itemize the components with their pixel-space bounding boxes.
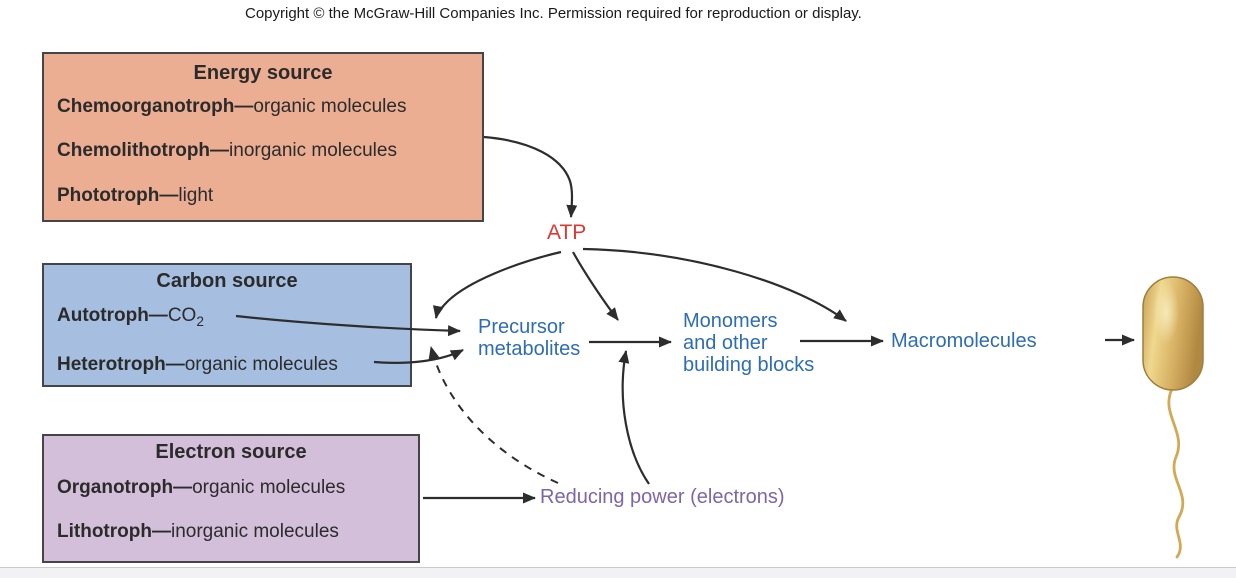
energy-line-chemolithotroph: Chemolithotroph—inorganic molecules <box>57 140 397 161</box>
viewer-bottom-strip <box>0 567 1236 578</box>
carbon-source-title: Carbon source <box>156 270 298 292</box>
energy-line-chemoorganotroph: Chemoorganotroph—organic molecules <box>57 96 407 117</box>
bacterium-cell-icon <box>1142 276 1204 391</box>
electron-source-box: Electron source Organotroph—organic mole… <box>42 434 420 563</box>
reducing-power-label: Reducing power (electrons) <box>540 486 785 508</box>
precursor-metabolites-label: Precursor metabolites <box>478 316 581 360</box>
macromolecules-label: Macromolecules <box>891 330 1037 352</box>
arrow-atp-to-precursor <box>432 250 562 319</box>
bacterium-highlight <box>1153 280 1179 344</box>
electron-source-title: Electron source <box>155 441 307 463</box>
flagellum-icon <box>1167 387 1185 559</box>
monomers-label: Monomers and other building blocks <box>683 310 815 376</box>
arrow-energy-to-atp <box>483 135 578 218</box>
energy-line-phototroph: Phototroph—light <box>57 185 214 206</box>
electron-line-lithotroph: Lithotroph—inorganic molecules <box>57 521 339 542</box>
atp-label: ATP <box>547 221 587 244</box>
arrow-reducing-power-to-monomers-junction <box>618 350 650 485</box>
dashed-arrow-reducing-power-to-precursor <box>428 346 559 484</box>
bacterium-illustration <box>1142 276 1204 559</box>
carbon-source-box: Carbon source Autotroph—CO2 Heterotroph—… <box>42 263 412 387</box>
arrow-atp-to-monomers-junction <box>572 251 619 321</box>
copyright-notice: Copyright © the McGraw-Hill Companies In… <box>245 5 862 22</box>
carbon-line-heterotroph: Heterotroph—organic molecules <box>57 353 338 375</box>
energy-source-title: Energy source <box>193 62 333 84</box>
carbon-line-autotroph: Autotroph—CO2 <box>57 305 204 329</box>
electron-line-organotroph: Organotroph—organic molecules <box>57 477 346 498</box>
energy-source-box: Energy source Chemoorganotroph—organic m… <box>42 52 484 222</box>
